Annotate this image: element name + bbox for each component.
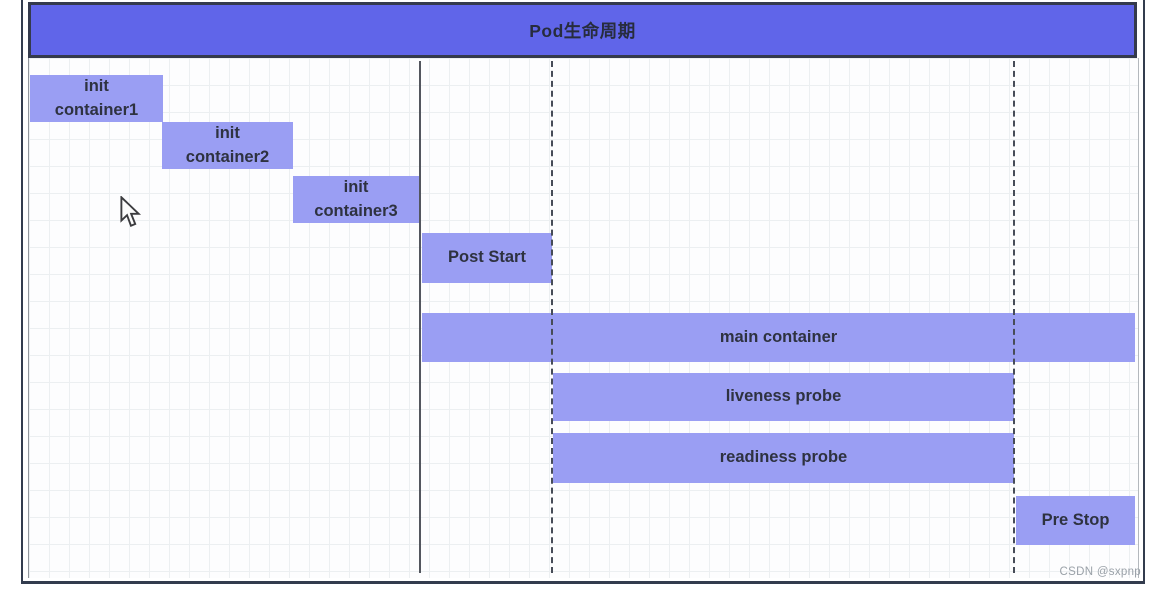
bar-main-container: main container [422,313,1135,362]
init-complete-marker-line [419,61,421,573]
post-start-marker-line [551,61,553,573]
mouse-cursor-icon [120,196,142,227]
diagram-title: Pod生命周期 [529,20,636,41]
csdn-watermark: CSDN @sxpnp [1059,566,1141,578]
window-frame [21,0,1145,584]
bar-init-container1: init container1 [30,75,163,122]
bar-pre-stop: Pre Stop [1016,496,1135,545]
bar-init-container2: init container2 [162,122,293,169]
bar-readiness-probe: readiness probe [553,433,1014,483]
bar-post-start: Post Start [422,233,552,283]
bar-init-container3: init container3 [293,176,419,223]
diagram-title-bar: Pod生命周期 [28,2,1137,58]
bar-liveness-probe: liveness probe [553,373,1014,421]
pre-stop-marker-line [1013,61,1015,573]
